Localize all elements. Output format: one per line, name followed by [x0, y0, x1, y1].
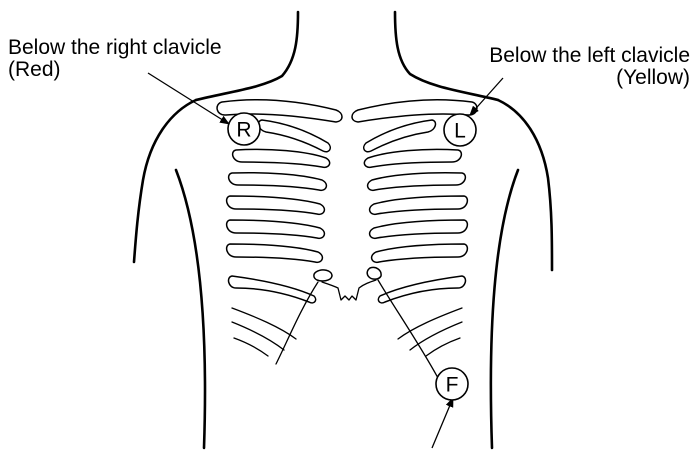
rib-left-9: [232, 322, 284, 350]
right-clavicle-pointer: [148, 73, 229, 124]
rib-right-10: [426, 338, 460, 356]
right-shoulder-line: [498, 100, 552, 270]
left-clavicle-pointer: [470, 78, 503, 115]
electrode-foot-letter: F: [446, 374, 459, 397]
electrode-right: R: [228, 113, 260, 145]
rib-right-1: [364, 120, 436, 152]
rib-right-7: [378, 276, 465, 303]
electrode-foot: F: [436, 368, 468, 400]
rib-right-2: [364, 149, 461, 167]
rib-right-9: [410, 322, 462, 350]
electrode-left-letter: L: [454, 120, 466, 143]
electrode-right-letter: R: [236, 119, 251, 142]
rib-right-4: [370, 196, 468, 214]
rib-left-5: [227, 220, 325, 238]
rib-left-2: [233, 149, 330, 167]
cartilage-left: [314, 270, 332, 281]
neck-right-line: [395, 12, 498, 100]
left-shoulder-line: [134, 100, 196, 262]
rib-left-8: [232, 308, 296, 339]
rib-right-3: [368, 173, 466, 191]
right-side-line: [491, 170, 518, 448]
rib-right-5: [370, 220, 468, 238]
foot-pointer: [432, 398, 453, 448]
xiphoid-process: [322, 280, 376, 300]
rib-right-8: [398, 308, 462, 339]
left-side-line: [176, 170, 205, 448]
rib-left-1: [259, 120, 331, 152]
rib-left-10: [234, 338, 268, 356]
cartilage-right: [367, 267, 381, 279]
rib-left-4: [227, 196, 325, 214]
rib-left-3: [229, 173, 327, 191]
rib-right-6: [372, 244, 468, 262]
rib-left-6: [227, 244, 323, 262]
body-outline: [134, 12, 552, 448]
neck-left-line: [196, 12, 298, 100]
rib-left-7: [229, 276, 316, 303]
electrode-left: L: [444, 114, 476, 146]
